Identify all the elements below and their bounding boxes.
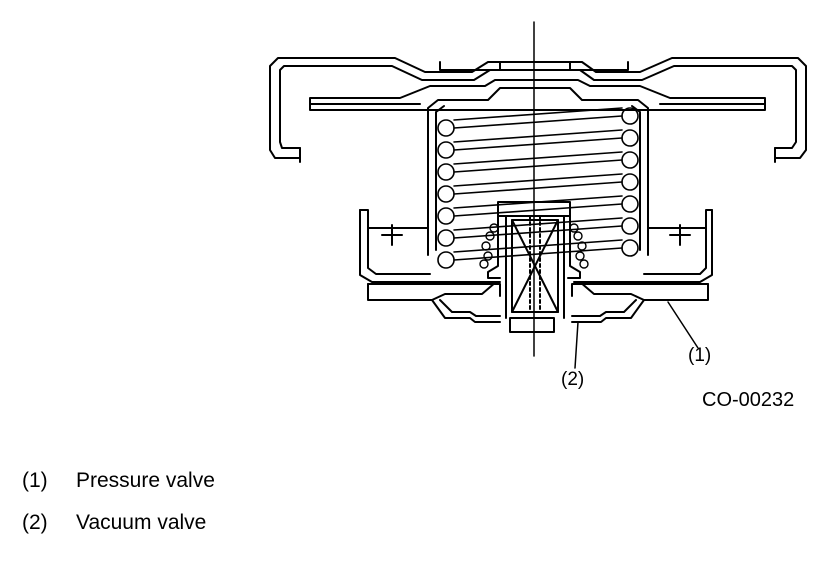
leader-line-1 [667,301,699,349]
callout-pressure-valve: (1) [688,345,712,366]
pressure-spring [437,107,639,269]
legend-item-vacuum-valve: (2) Vacuum valve [22,512,206,533]
legend-label: Vacuum valve [76,511,207,534]
vacuum-valve [487,201,581,319]
leader-line-2 [574,321,579,369]
cap-shell [269,57,807,163]
cap-flange [359,209,713,283]
callout-vacuum-valve: (2) [561,369,585,390]
figure-code: CO-00232 [702,389,795,411]
pressure-valve [367,281,709,333]
radiator-cap-cross-section [269,21,807,369]
legend-number: (2) [22,511,48,534]
spring-housing [427,87,649,256]
legend-number: (1) [22,469,48,492]
legend-item-pressure-valve: (1) Pressure valve [22,470,215,491]
legend-label: Pressure valve [76,469,215,492]
vacuum-spring [479,223,589,269]
